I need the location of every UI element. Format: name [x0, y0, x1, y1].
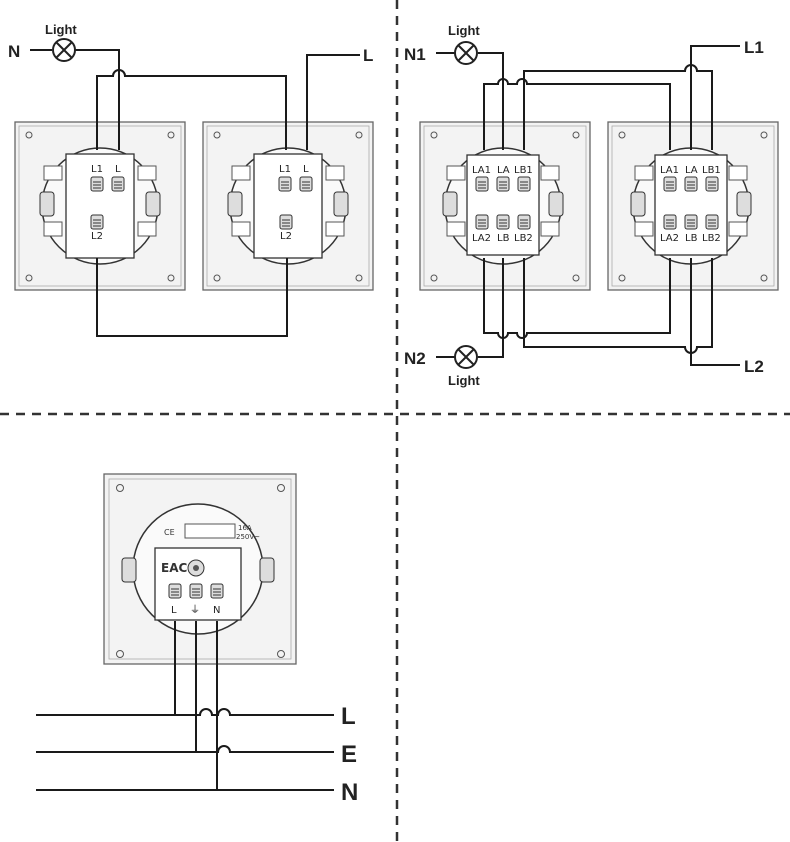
- line-2-label: L2: [744, 357, 764, 376]
- eac-mark: EAC: [161, 561, 187, 575]
- neutral-label: N: [8, 42, 20, 61]
- neutral-2-label: N2: [404, 349, 426, 368]
- light-bottom-label: Light: [448, 373, 480, 388]
- panel-2-two-gang-two-way: LA1 LA LB1 LA2 LB LB2 LA1 LA LB1 LA2 LB …: [404, 23, 779, 388]
- light-top-label: Light: [448, 23, 480, 38]
- panel-3-socket: CE 16A 250V~ EAC L ⏚ N L E N: [36, 473, 358, 806]
- light-label: Light: [45, 22, 77, 37]
- panel-1-two-way-switch: L1 L L2 L1 L L2 N L Light: [8, 22, 374, 337]
- terminal-label: LA: [685, 165, 698, 176]
- terminal-label: LA1: [660, 165, 679, 176]
- socket-terminal-l: L: [171, 605, 177, 616]
- rating-voltage: 250V~: [236, 533, 260, 541]
- terminal-label: L1: [91, 164, 103, 175]
- terminal-label: L: [303, 164, 309, 175]
- terminal-label: L2: [91, 231, 103, 242]
- line-1-label: L1: [744, 38, 764, 57]
- terminal-label: LB: [685, 233, 698, 244]
- socket-terminal-n: N: [213, 605, 220, 616]
- terminal-label: L2: [280, 231, 292, 242]
- ce-mark: CE: [164, 528, 175, 537]
- terminal-label: LA1: [472, 165, 491, 176]
- rating-current: 16A: [238, 524, 252, 532]
- terminal-label: L1: [279, 164, 291, 175]
- terminal-label: LB1: [514, 165, 533, 176]
- bus-n-label: N: [341, 779, 358, 806]
- bus-l-label: L: [341, 703, 356, 730]
- terminal-label: LA2: [660, 233, 679, 244]
- terminal-label: LB2: [514, 233, 533, 244]
- neutral-1-label: N1: [404, 45, 426, 64]
- terminal-label: LA2: [472, 233, 491, 244]
- bus-e-label: E: [341, 741, 357, 768]
- terminal-label: LA: [497, 165, 510, 176]
- terminal-label: LB: [497, 233, 510, 244]
- socket-terminal-earth: ⏚: [190, 604, 200, 616]
- terminal-label: LB2: [702, 233, 721, 244]
- terminal-label: LB1: [702, 165, 721, 176]
- line-label: L: [363, 46, 373, 65]
- terminal-label: L: [115, 164, 121, 175]
